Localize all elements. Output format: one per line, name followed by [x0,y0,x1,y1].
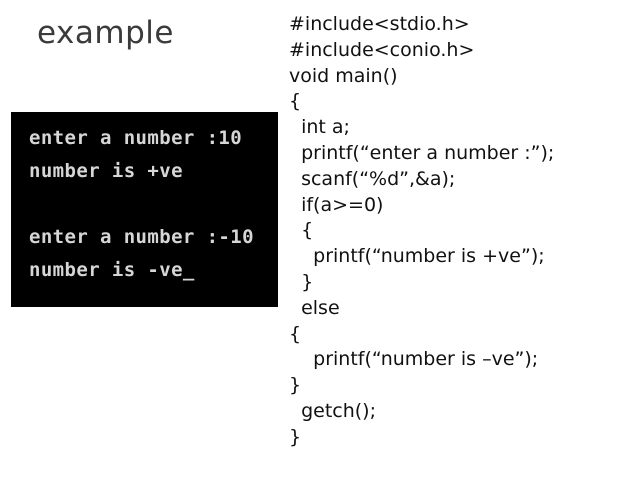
code-line: #include<stdio.h> [289,13,470,35]
console-line: enter a number :10 [29,127,243,149]
code-line: } [289,425,302,448]
code-line: { [289,90,302,113]
code-line: { [289,322,302,345]
code-line: } [289,270,314,293]
code-line: #include<conio.h> [289,38,475,61]
code-line: int a; [289,116,350,139]
code-line: void main() [289,64,398,87]
page-title: example [37,15,174,51]
code-line: { [289,219,314,242]
code-line: printf(“enter a number :”); [289,141,555,164]
console-line: number is +ve [29,160,183,182]
console-line: number is -ve_ [29,259,195,281]
code-line: if(a>=0) [289,193,384,216]
console-text: enter a number :10 number is +ve enter a … [29,122,274,287]
code-line: else [289,296,340,319]
code-listing: #include<stdio.h> #include<conio.h> void m… [289,12,635,451]
code-line: scanf(“%d”,&a); [289,167,456,190]
console-line: enter a number :-10 [29,226,254,248]
console-output-box: enter a number :10 number is +ve enter a … [11,112,278,307]
code-line: printf(“number is +ve”); [289,245,545,268]
code-line: getch(); [289,399,376,422]
code-line: printf(“number is –ve”); [289,348,539,371]
console-line [29,188,274,221]
code-line: } [289,374,302,397]
